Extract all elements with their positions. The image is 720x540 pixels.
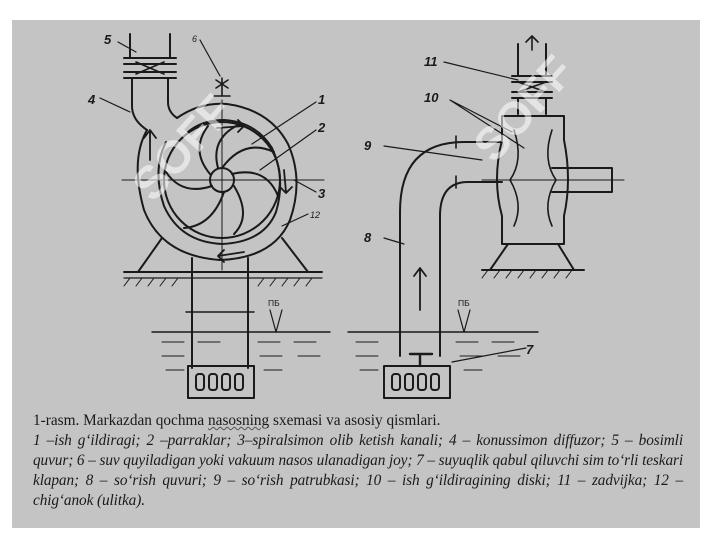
callout-11: 11	[424, 54, 438, 69]
water-level-label-right: ПБ	[458, 298, 470, 308]
right-pump-view	[347, 35, 625, 399]
content-panel	[12, 20, 700, 528]
callout-8: 8	[364, 230, 372, 245]
callout-4: 4	[87, 92, 96, 107]
water-level-label-left: ПБ	[268, 298, 280, 308]
caption-title-prefix: 1-rasm. Markazdan qochma	[33, 412, 208, 429]
callout-1: 1	[318, 92, 325, 107]
pump-diagram: SOFF SOFF 5 6 4 1 2 3 12 ПБ 11 10 9 8 7 …	[87, 32, 625, 399]
callout-12: 12	[310, 210, 320, 220]
callout-9: 9	[364, 138, 372, 153]
callout-10: 10	[424, 90, 439, 105]
callout-labels: 5 6 4 1 2 3 12 ПБ 11 10 9 8 7 ПБ	[87, 32, 534, 357]
callout-6: 6	[192, 34, 197, 44]
left-pump-view	[99, 33, 331, 399]
caption-title: 1-rasm. Markazdan qochma nasosning sxema…	[33, 411, 683, 431]
caption-title-underlined: nasosning	[208, 412, 270, 429]
caption-legend: 1 –ish g‘ildiragi; 2 –parraklar; 3–spira…	[33, 432, 683, 509]
callout-5: 5	[104, 32, 112, 47]
figure-caption: 1-rasm. Markazdan qochma nasosning sxema…	[33, 411, 683, 511]
callout-2: 2	[317, 120, 326, 135]
caption-title-suffix: sxemasi va asosiy qismlari.	[269, 412, 441, 429]
callout-3: 3	[318, 186, 326, 201]
callout-7: 7	[526, 342, 534, 357]
